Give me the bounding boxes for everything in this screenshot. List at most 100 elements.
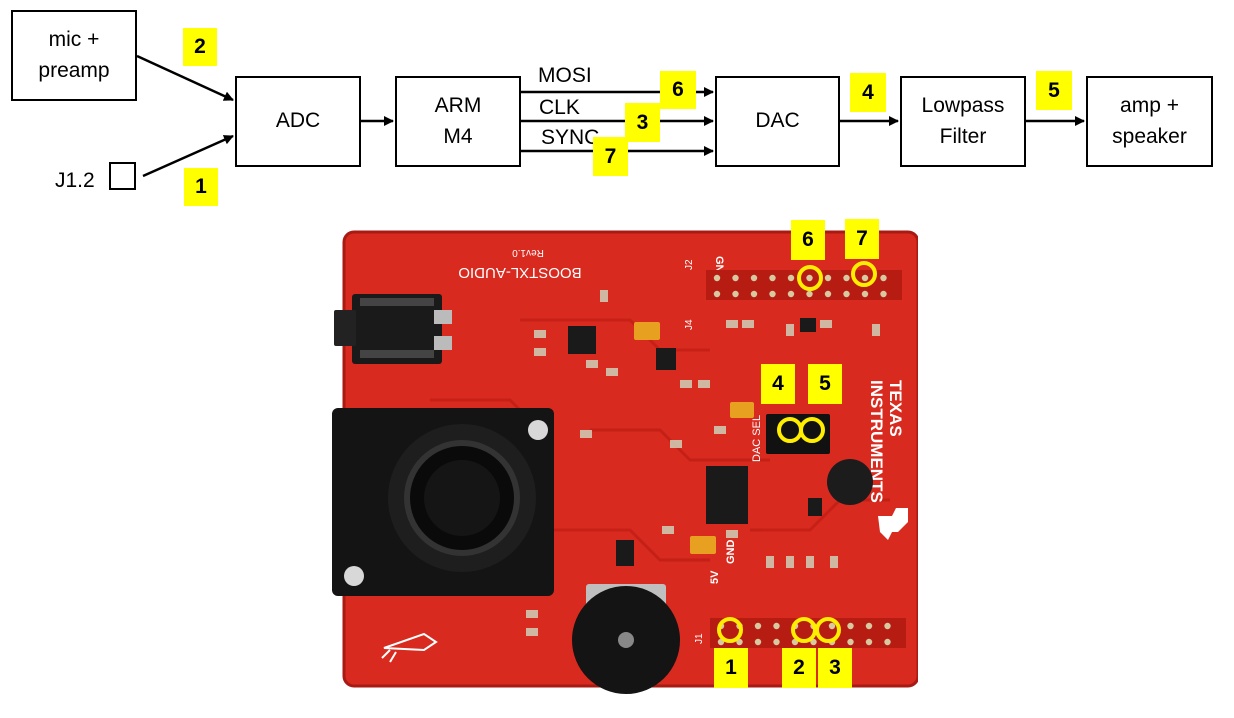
audio-jack [334,294,452,364]
gnd-label-bottom: GND [725,540,737,565]
header-pin [773,638,780,646]
header-pin [713,274,721,282]
header-pin [736,638,743,646]
chip [568,326,596,354]
header-pin [865,638,873,646]
j2-label: J2 [684,259,695,270]
dac-sel-label: DAC SEL [751,415,763,462]
smd-component [698,380,710,388]
wire-j1-adc [142,134,234,178]
wire-mic-adc [136,54,234,102]
badge-4: 4 [850,73,886,112]
header-pin [861,290,869,298]
smd-component [670,440,682,448]
ring-1 [717,617,743,643]
header-pin [847,622,854,630]
board-badge-3: 3 [818,648,852,688]
header-pin [880,274,887,282]
header-pin [843,274,850,282]
header-pin [884,622,891,630]
board-rev: Rev1.0 [512,247,544,258]
lowpass-filter-block: Lowpass Filter [900,76,1026,167]
badge-3: 3 [625,103,660,142]
header-pin [806,274,813,282]
header-pin [884,638,891,646]
rocket-icon [381,632,438,663]
chip [800,318,816,332]
board-badge-4: 4 [761,364,795,404]
header-pin [847,638,854,646]
header-pin [713,290,721,298]
smd-component [786,324,794,336]
ti-brand-line: TEXAS [886,380,905,437]
j1-2-label: J1.2 [55,169,95,192]
microphone [827,459,873,505]
mic-preamp-block: mic + preamp [11,10,137,101]
j1-label: J1 [694,633,705,644]
ring-5 [799,417,825,443]
chip [706,466,748,524]
chip [808,498,822,516]
header-pin [732,290,739,298]
ti-brand: TEXAS INSTRUMENTS [867,380,905,503]
tantalum-capacitor [730,402,754,418]
badge-1: 1 [184,168,218,206]
header-pin [750,290,758,298]
smd-component [534,348,546,356]
header-pin [843,290,850,298]
header-pin [806,290,813,298]
smd-component [786,556,794,568]
ti-logo-icon [878,508,908,540]
smd-component [680,380,692,388]
badge-7: 7 [593,137,628,176]
chip [616,540,634,566]
j4-label: J4 [684,319,695,330]
smd-component [742,320,754,328]
smd-component [820,320,832,328]
smd-component [606,368,618,376]
potentiometer [572,584,680,694]
board-badge-5: 5 [808,364,842,404]
header-pin [824,290,832,298]
smd-component [714,426,726,434]
boostxl-audio-board: BOOSTXL-AUDIO Rev1.0 J2 J4 J1 GND GND 5V… [332,230,918,694]
board-badge-1: 1 [714,648,748,688]
board-name: BOOSTXL-AUDIO [458,264,581,281]
smd-component [766,556,774,568]
chip [656,348,676,370]
smd-component [580,430,592,438]
smd-component [806,556,814,568]
board-badge-7: 7 [845,219,879,259]
smd-component [586,360,598,368]
dac-block: DAC [715,76,840,167]
header-pin [754,622,762,630]
smd-component [662,526,674,534]
smd-component [872,324,880,336]
adc-block: ADC [235,76,361,167]
header-pin [769,290,776,298]
tantalum-capacitor [690,536,716,554]
clk-label: CLK [539,96,580,119]
tantalum-capacitor [634,322,660,340]
header-pin [754,638,762,646]
smd-component [526,628,538,636]
smd-component [726,320,738,328]
smd-component [534,330,546,338]
header-pin [787,274,795,282]
board-badge-2: 2 [782,648,816,688]
smd-component [830,556,838,568]
header-pin [810,638,817,646]
speaker [332,408,554,596]
smd-component [726,530,738,538]
j1-2-terminal [109,162,136,190]
badge-6: 6 [660,71,696,109]
smd-component [526,610,538,618]
board-badge-6: 6 [791,220,825,260]
badge-5: 5 [1036,71,1072,110]
arm-m4-block: ARM M4 [395,76,521,167]
header-pin [861,274,869,282]
header-pin [750,274,758,282]
smd-component [600,290,608,302]
header-pin [732,274,739,282]
header-pin [773,622,780,630]
